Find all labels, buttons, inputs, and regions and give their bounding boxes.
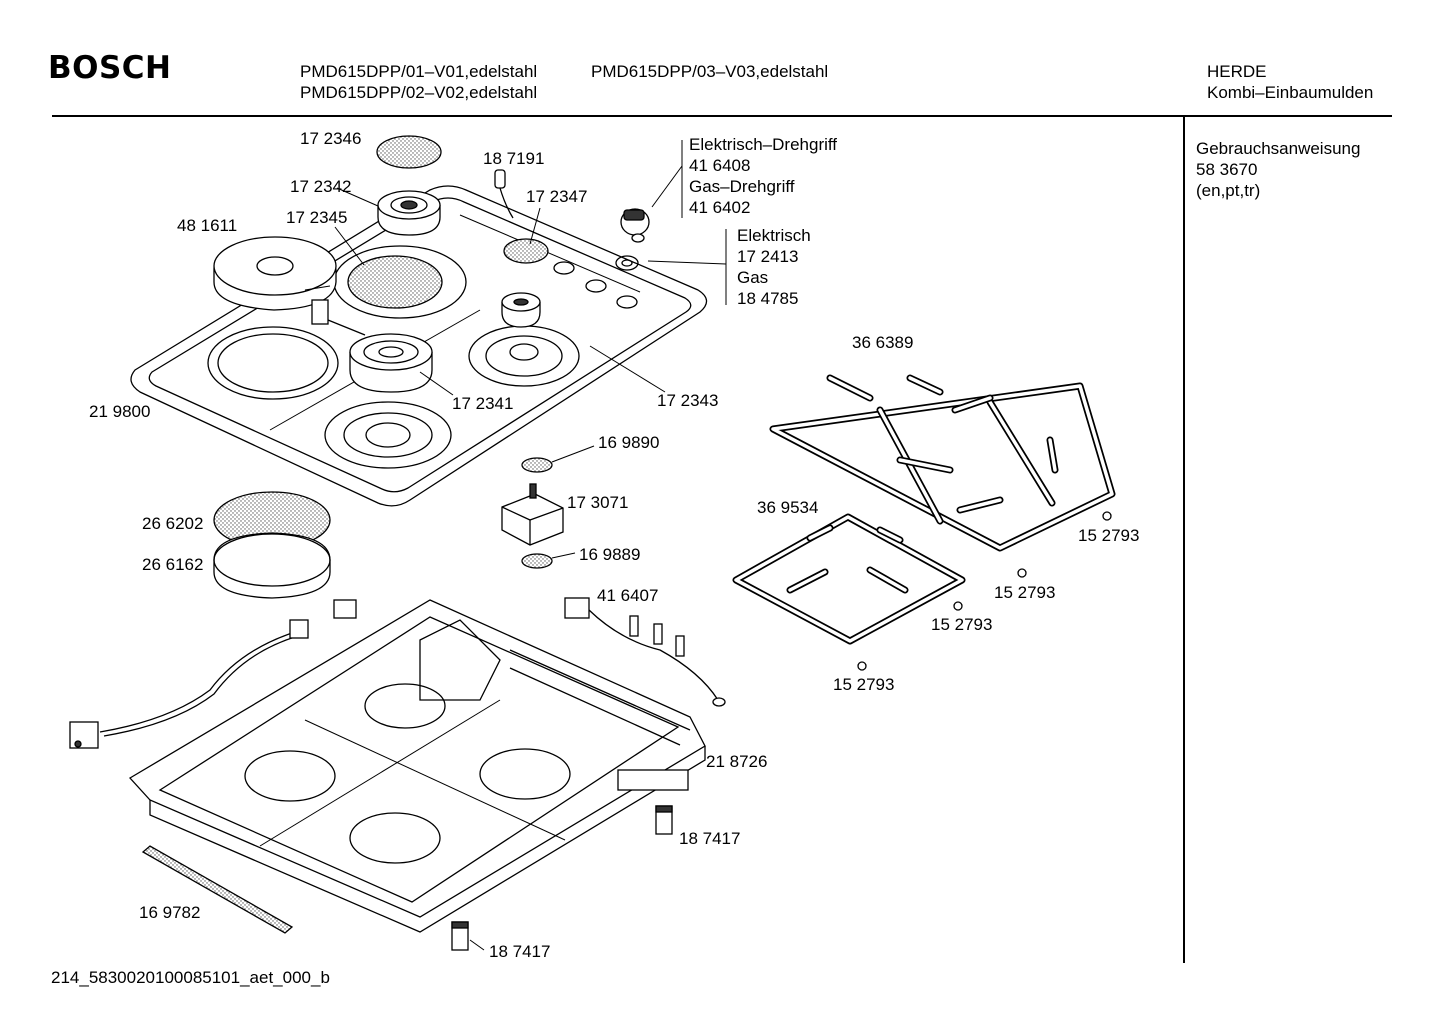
label-172413: 17 2413	[737, 247, 799, 266]
label-169889: 16 9889	[579, 545, 641, 564]
label-172345: 17 2345	[286, 208, 348, 227]
mounting-clip	[655, 805, 673, 835]
label-266202: 26 6202	[142, 514, 204, 533]
pan-support-366389	[769, 374, 1116, 552]
label-416402: 41 6402	[689, 198, 751, 217]
label-172342: 17 2342	[290, 177, 352, 196]
burner-head-172342	[377, 190, 441, 236]
label-knob-electric: Elektrisch–Drehgriff	[689, 135, 838, 154]
burner-head-172343	[501, 292, 541, 328]
label-172343: 17 2343	[657, 391, 719, 410]
label-152793-a: 15 2793	[1078, 526, 1140, 545]
label-266162: 26 6162	[142, 555, 204, 574]
rubber-foot	[953, 601, 963, 611]
washer-169889	[521, 553, 553, 569]
label-knob-gas: Gas–Drehgriff	[689, 177, 795, 196]
label-169890: 16 9890	[598, 433, 660, 452]
rubber-foot	[1017, 568, 1027, 578]
wire-harness	[564, 597, 726, 707]
label-218726: 21 8726	[706, 752, 768, 771]
rubber-foot	[857, 661, 867, 671]
burner-cap-172345	[347, 255, 443, 309]
seal-strip	[141, 845, 294, 934]
model-line-1: PMD615DPP/01–V01,edelstahl	[300, 62, 538, 81]
label-173071: 17 3071	[567, 493, 629, 512]
category: HERDE	[1207, 62, 1267, 81]
label-172347: 17 2347	[526, 187, 588, 206]
footer-code: 214_5830020100085101_aet_000_b	[51, 968, 330, 987]
rubber-foot	[1102, 511, 1112, 521]
label-172346: 17 2346	[300, 129, 362, 148]
label-366389: 36 6389	[852, 333, 914, 352]
label-416408: 41 6408	[689, 156, 751, 175]
mounting-clip	[451, 921, 469, 951]
burner-cap-172347	[503, 238, 549, 264]
power-cable	[69, 619, 309, 749]
label-187417-b: 18 7417	[489, 942, 551, 961]
manual-langs: (en,pt,tr)	[1196, 181, 1261, 200]
burner-head-172341	[349, 333, 433, 393]
manual-part: 58 3670	[1196, 160, 1258, 179]
label-172341: 17 2341	[452, 394, 514, 413]
label-152793-c: 15 2793	[931, 615, 993, 634]
label-152793-b: 15 2793	[994, 583, 1056, 602]
manual-title: Gebrauchsanweisung	[1196, 139, 1361, 158]
washer-169890	[521, 457, 553, 473]
label-187191: 18 7191	[483, 149, 545, 168]
burner-cap-172346	[376, 135, 442, 169]
electric-hotplate	[213, 236, 366, 336]
label-184785: 18 4785	[737, 289, 799, 308]
label-187417-a: 18 7417	[679, 829, 741, 848]
ignition-electrode	[494, 169, 514, 219]
label-416407: 41 6407	[597, 586, 659, 605]
label-ring-electric: Elektrisch	[737, 226, 811, 245]
brand-logo: BOSCH	[48, 50, 172, 86]
label-ring-gas: Gas	[737, 268, 769, 287]
model-line-2: PMD615DPP/02–V02,edelstahl	[300, 83, 538, 102]
subcategory: Kombi–Einbaumulden	[1207, 83, 1374, 102]
label-369534: 36 9534	[757, 498, 819, 517]
base-tray	[128, 599, 706, 933]
control-knob	[620, 208, 650, 243]
label-219800: 21 9800	[89, 402, 151, 421]
pan-support-369534	[732, 513, 966, 645]
model-line-3: PMD615DPP/03–V03,edelstahl	[591, 62, 829, 81]
label-481611: 48 1611	[177, 216, 238, 235]
cover-266162	[213, 532, 331, 599]
connector	[333, 599, 357, 619]
energy-regulator	[501, 483, 564, 546]
label-169782: 16 9782	[139, 903, 201, 922]
label-152793-d: 15 2793	[833, 675, 895, 694]
